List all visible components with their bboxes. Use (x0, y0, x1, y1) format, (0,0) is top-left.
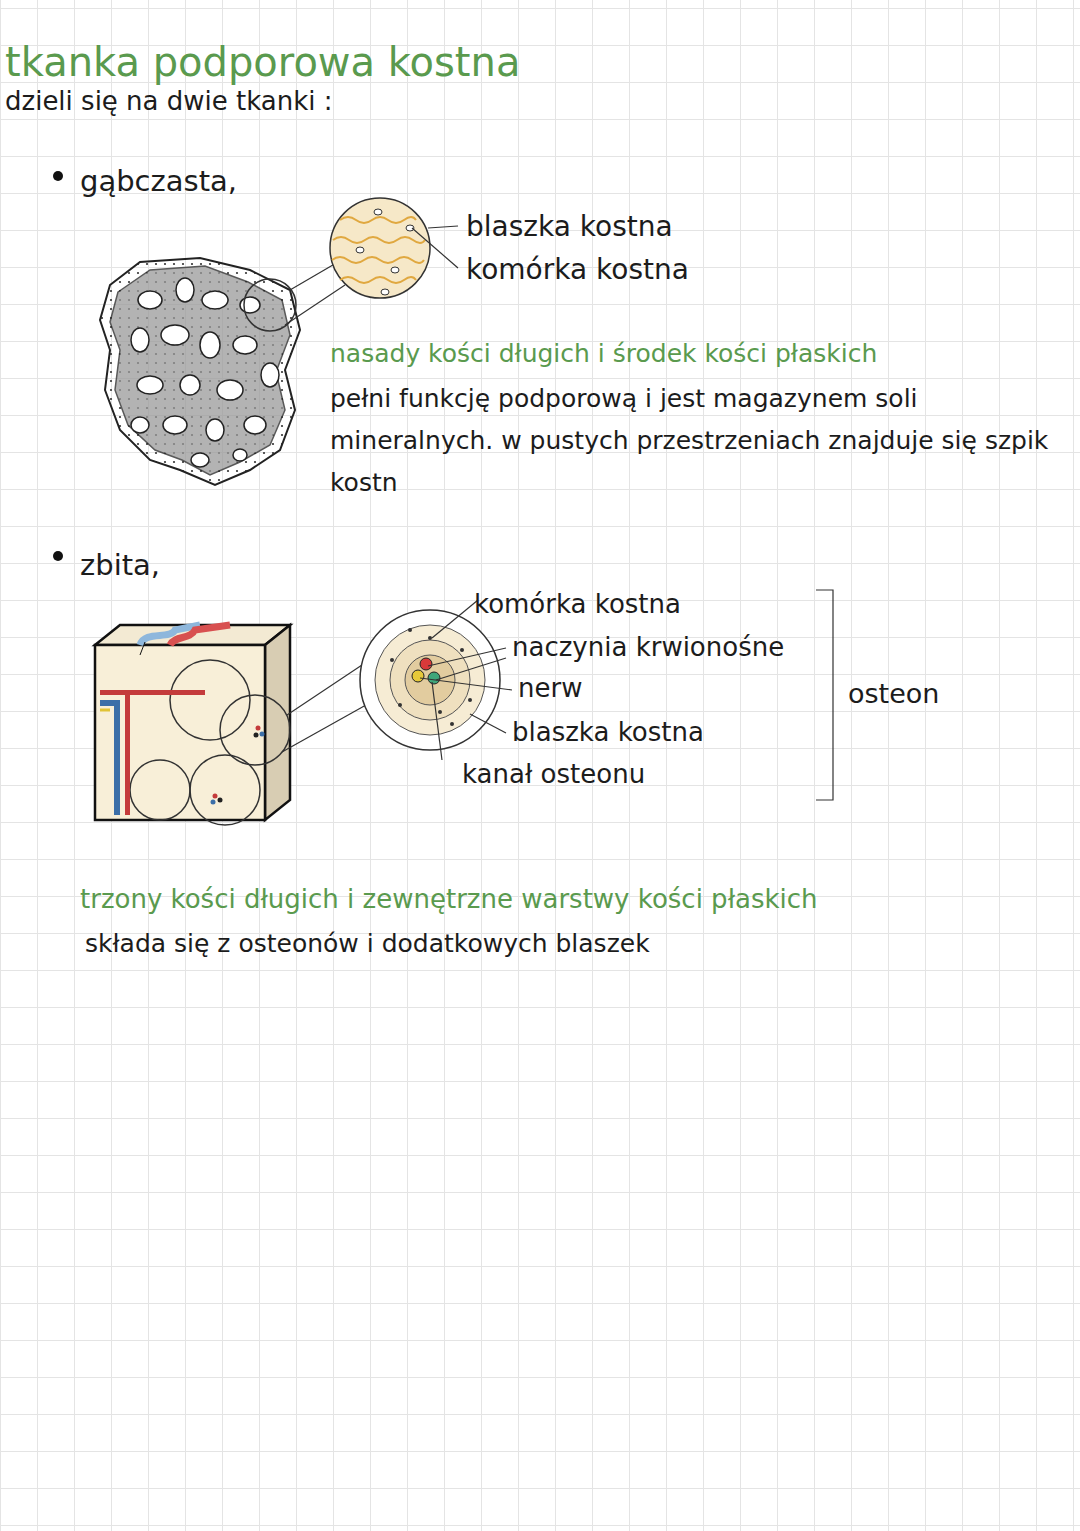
bullet-heading: zbita, (80, 548, 160, 583)
part-label: nerw (518, 673, 582, 704)
part-label: kanał osteonu (462, 759, 645, 790)
part-label: komórka kostna (466, 253, 689, 287)
part-label: naczynia krwionośne (512, 632, 784, 663)
part-label: blaszka kostna (466, 210, 673, 244)
group-label: osteon (848, 678, 939, 710)
subtitle: dzieli się na dwie tkanki : (5, 86, 333, 117)
part-label: komórka kostna (474, 589, 681, 620)
description: składa się z osteonów i dodatkowych blas… (85, 929, 650, 959)
location-note: trzony kości długich i zewnętrzne warstw… (80, 884, 818, 915)
location-note: nasady kości długich i środek kości płas… (330, 339, 877, 369)
title: tkanka podporowa kostna (5, 38, 520, 86)
part-label: blaszka kostna (512, 717, 704, 748)
description: pełni funkcję podporową i jest magazynem… (330, 378, 1050, 504)
bullet-heading: gąbczasta, (80, 164, 237, 199)
